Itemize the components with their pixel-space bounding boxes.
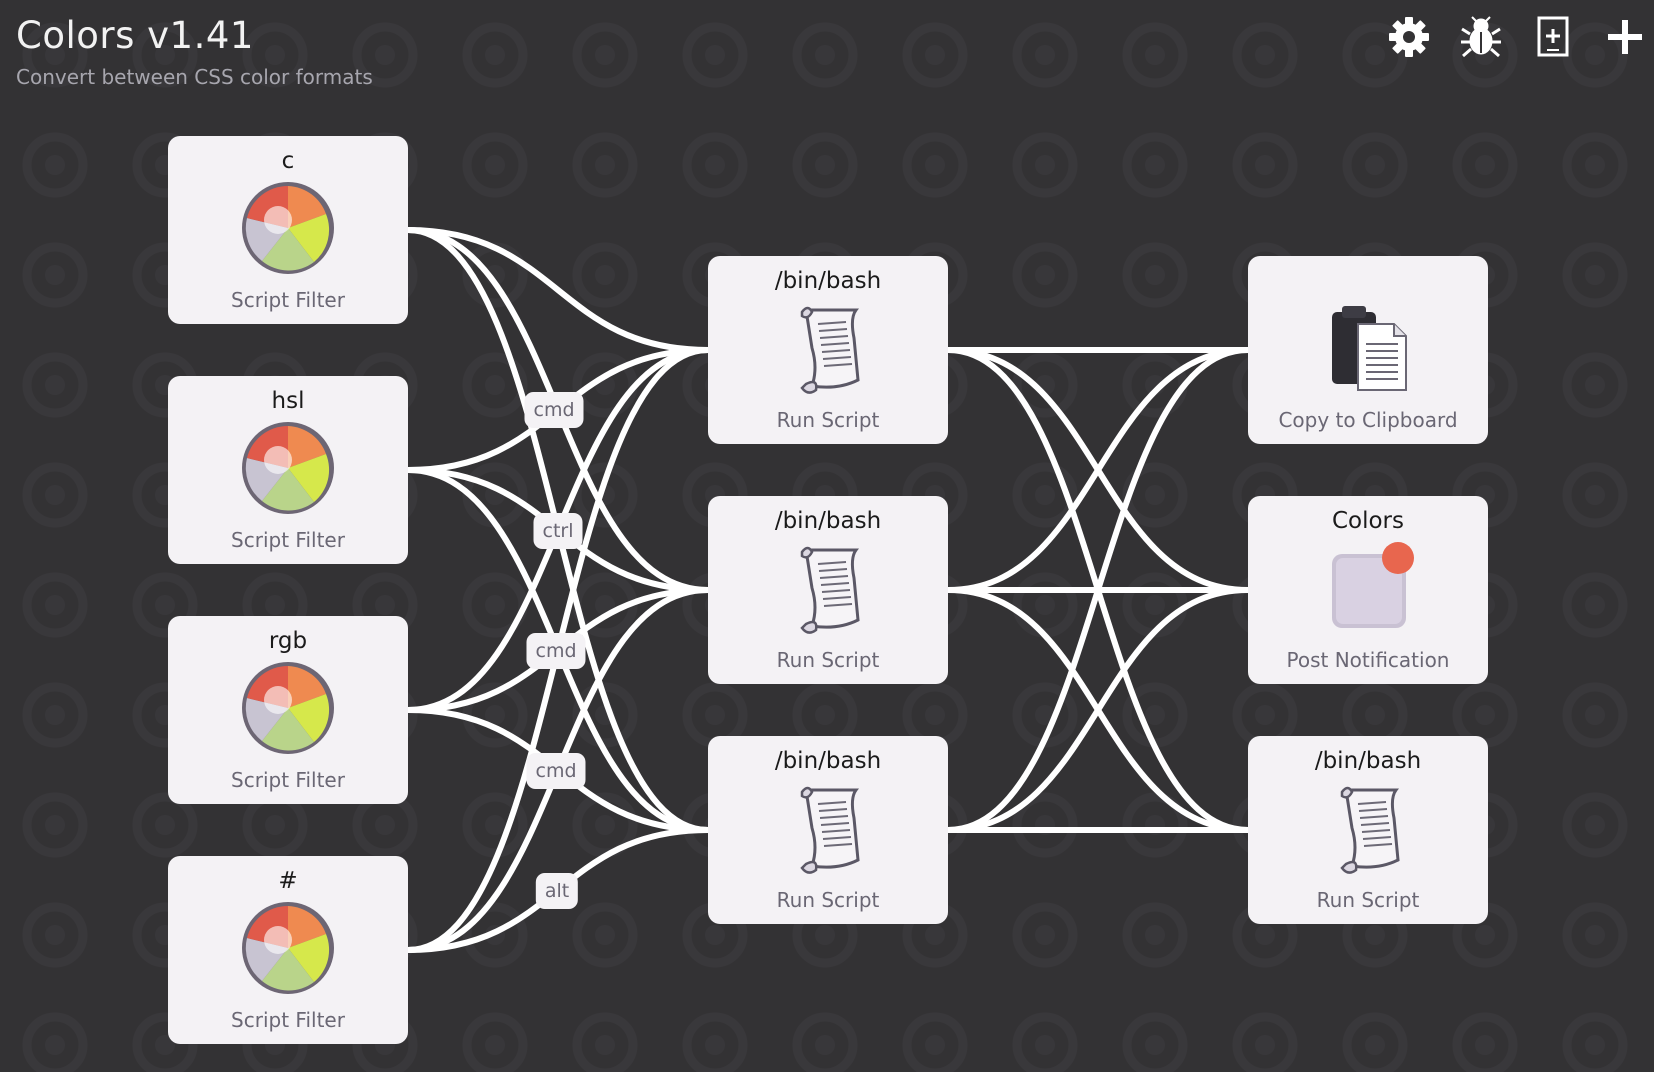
node-type: Run Script xyxy=(776,648,880,672)
node-type: Copy to Clipboard xyxy=(1278,408,1458,432)
modifier-badge[interactable]: cmd xyxy=(526,633,586,669)
node-keyword: rgb xyxy=(268,628,308,654)
run-script-node-3[interactable]: /bin/bash Run Script xyxy=(708,736,948,924)
color-wheel-icon xyxy=(242,902,334,994)
node-title: /bin/bash xyxy=(774,748,882,774)
variables-icon[interactable] xyxy=(1530,14,1576,60)
run-script-node-1[interactable]: /bin/bash Run Script xyxy=(708,256,948,444)
node-type: Run Script xyxy=(776,888,880,912)
copy-to-clipboard-node[interactable]: Copy to Clipboard xyxy=(1248,256,1488,444)
script-filter-node-c[interactable]: c Script Filter xyxy=(168,136,408,324)
input-to-script-wire xyxy=(405,227,711,353)
modifier-badge[interactable]: alt xyxy=(535,873,579,909)
node-type: Post Notification xyxy=(1286,648,1450,672)
node-type: Script Filter xyxy=(231,768,345,792)
node-keyword: hsl xyxy=(271,388,305,414)
node-keyword: # xyxy=(278,868,298,894)
script-icon xyxy=(800,786,860,874)
modifier-badge[interactable]: ctrl xyxy=(533,513,583,549)
workflow-header: Colors v1.41 Convert between CSS color f… xyxy=(16,14,373,89)
node-title: Colors xyxy=(1331,508,1405,534)
color-wheel-icon xyxy=(242,422,334,514)
script-to-output-wire xyxy=(945,347,1251,833)
clipboard-icon xyxy=(1332,306,1407,391)
color-wheel-icon xyxy=(242,182,334,274)
workflow-title: Colors v1.41 xyxy=(16,14,254,57)
script-filter-node-hsl[interactable]: hsl Script Filter xyxy=(168,376,408,564)
script-icon xyxy=(800,306,860,394)
gear-icon[interactable] xyxy=(1386,14,1432,60)
script-filter-node-rgb[interactable]: rgb Script Filter xyxy=(168,616,408,804)
toolbar xyxy=(1386,14,1648,60)
color-wheel-icon xyxy=(242,662,334,754)
workflow-subtitle: Convert between CSS color formats xyxy=(16,65,373,89)
node-type: Run Script xyxy=(776,408,880,432)
script-icon xyxy=(800,546,860,634)
node-title: /bin/bash xyxy=(774,268,882,294)
node-type: Script Filter xyxy=(231,1008,345,1032)
node-type: Script Filter xyxy=(231,288,345,312)
modifier-badge[interactable]: cmd xyxy=(526,753,586,789)
bug-icon[interactable] xyxy=(1458,14,1504,60)
run-script-output-node[interactable]: /bin/bash Run Script xyxy=(1248,736,1488,924)
node-type: Script Filter xyxy=(231,528,345,552)
script-filter-node-hex[interactable]: # Script Filter xyxy=(168,856,408,1044)
notification-icon xyxy=(1332,542,1414,628)
modifier-badge[interactable]: cmd xyxy=(524,392,584,428)
post-notification-node[interactable]: Colors Post Notification xyxy=(1248,496,1488,684)
node-title: /bin/bash xyxy=(774,508,882,534)
script-icon xyxy=(1340,786,1400,874)
script-to-output-wire xyxy=(945,587,1251,833)
run-script-node-2[interactable]: /bin/bash Run Script xyxy=(708,496,948,684)
script-to-output-wire xyxy=(945,347,1251,593)
node-type: Run Script xyxy=(1316,888,1420,912)
add-icon[interactable] xyxy=(1602,14,1648,60)
node-keyword: c xyxy=(281,148,295,174)
node-title: /bin/bash xyxy=(1314,748,1422,774)
